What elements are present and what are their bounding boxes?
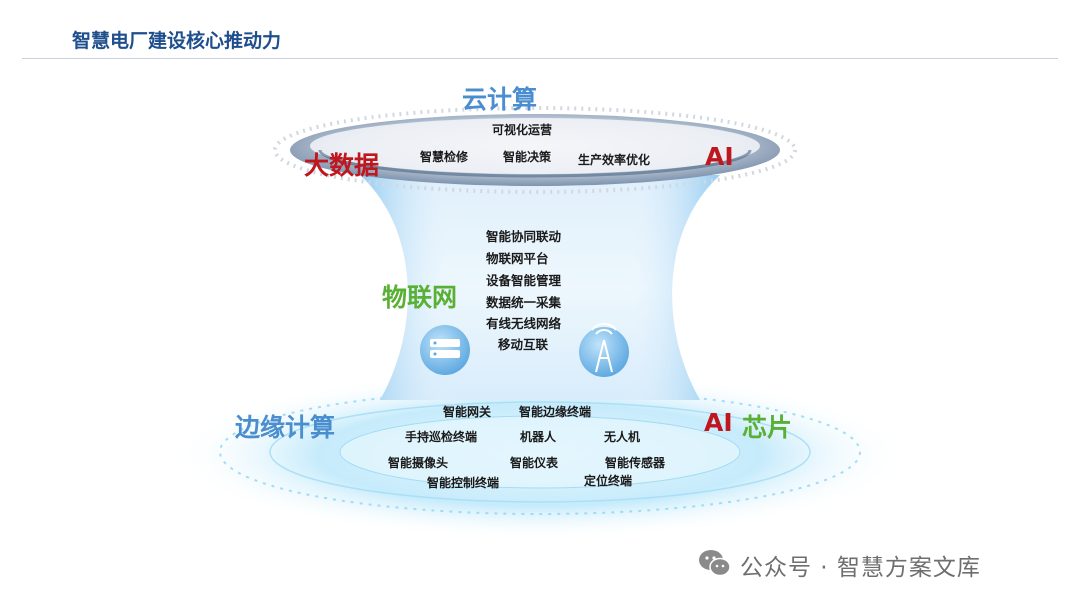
- tower-icon-ball: [579, 327, 629, 377]
- edge-computing-label: 边缘计算: [235, 413, 336, 442]
- top-item: 可视化运营: [492, 123, 553, 137]
- iot-item: 设备智能管理: [486, 273, 562, 288]
- edge-item: 手持巡检终端: [405, 430, 478, 444]
- iot-label: 物联网: [382, 283, 458, 312]
- edge-item: 智能控制终端: [427, 476, 500, 490]
- bottom-ring-inner: [339, 415, 741, 489]
- top-item: 生产效率优化: [578, 153, 651, 167]
- ai-label-bottom: AI: [704, 408, 733, 437]
- iot-item: 数据统一采集: [486, 295, 562, 310]
- bottom-ring-outer: [219, 389, 861, 515]
- iot-item: 移动互联: [498, 337, 549, 352]
- ai-label-top: AI: [705, 142, 734, 171]
- top-item: 智慧检修: [420, 150, 469, 164]
- edge-item: 智能边缘终端: [519, 405, 592, 419]
- top-ring-dashed: [273, 106, 797, 194]
- signal-tower-icon: [591, 323, 617, 373]
- top-disk-face: [310, 118, 760, 174]
- wechat-icon: [699, 550, 731, 577]
- edge-item: 智能摄像头: [388, 456, 449, 470]
- edge-item: 智能仪表: [510, 456, 559, 470]
- bottom-ring-mid: [269, 401, 811, 503]
- big-data-label: 大数据: [304, 151, 380, 180]
- title-divider: [22, 58, 1058, 59]
- edge-item: 无人机: [604, 430, 641, 444]
- edge-item: 定位终端: [584, 474, 633, 488]
- server-icon: [430, 339, 460, 358]
- iot-item: 智能协同联动: [486, 229, 562, 244]
- page-title: 智慧电厂建设核心推动力: [72, 30, 282, 52]
- iot-item: 有线无线网络: [486, 316, 562, 331]
- edge-item: 智能网关: [443, 405, 492, 419]
- edge-item: 机器人: [520, 430, 557, 444]
- cloud-computing-label: 云计算: [462, 85, 538, 114]
- iot-item: 物联网平台: [486, 251, 549, 266]
- top-item: 智能决策: [503, 150, 552, 164]
- top-disk-rim: [318, 149, 752, 178]
- chip-label: 芯片: [742, 413, 793, 442]
- watermark-text: 公众号 · 智慧方案文库: [740, 555, 981, 581]
- edge-item: 智能传感器: [605, 456, 666, 470]
